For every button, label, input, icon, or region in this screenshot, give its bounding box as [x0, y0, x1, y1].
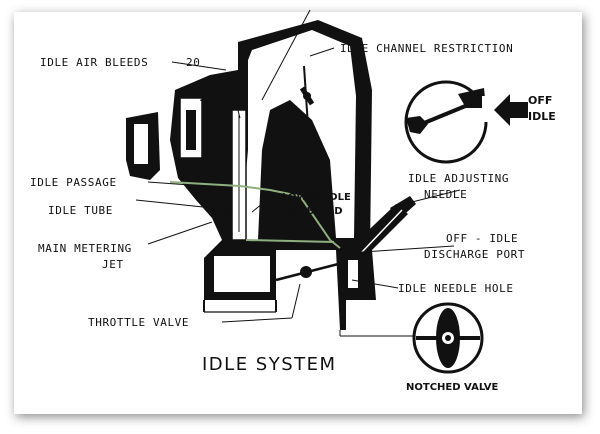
carburetor-body — [126, 20, 372, 330]
off-idle-arrow — [494, 94, 528, 126]
label-off-idle-line2: DISCHARGE PORT — [424, 248, 525, 261]
leader-lines — [135, 9, 461, 337]
label-idle-adjusting-line1: IDLE ADJUSTING — [408, 172, 509, 185]
label-throttle-valve: THROTTLE VALVE — [88, 316, 189, 329]
label-off-idle-line1: OFF - IDLE — [446, 232, 518, 245]
label-idle-needle-hole: IDLE NEEDLE HOLE — [398, 282, 514, 295]
idle-passage-tube — [179, 97, 247, 241]
label-off: OFF — [528, 94, 552, 107]
idle-adjusting-needle — [352, 196, 416, 258]
label-idle-tube: IDLE TUBE — [48, 204, 113, 217]
label-lower-idle-line2: AIR BLEED — [284, 206, 343, 217]
off-idle-inset — [404, 80, 502, 164]
diagram-title: IDLE SYSTEM — [202, 354, 337, 375]
choke-valve — [299, 65, 315, 127]
label-idle-adjusting-line2: NEEDLE — [424, 188, 467, 201]
label-notched-valve: NOTCHED VALVE — [406, 382, 499, 393]
label-idle: IDLE — [528, 110, 556, 123]
label-idle-channel-restriction: IDLE CHANNEL RESTRICTION — [340, 42, 513, 55]
label-main-metering-line2: JET — [102, 258, 124, 271]
label-lower-idle-line1: LOWER IDLE — [282, 192, 351, 203]
label-idle-air-bleeds: IDLE AIR BLEEDS — [40, 56, 148, 69]
notched-valve-inset — [412, 302, 484, 374]
label-main-metering-line1: MAIN METERING — [38, 242, 132, 255]
throttle-bore — [203, 250, 376, 313]
label-idle-passage: IDLE PASSAGE — [30, 176, 117, 189]
svg-text:20: 20 — [186, 56, 200, 69]
